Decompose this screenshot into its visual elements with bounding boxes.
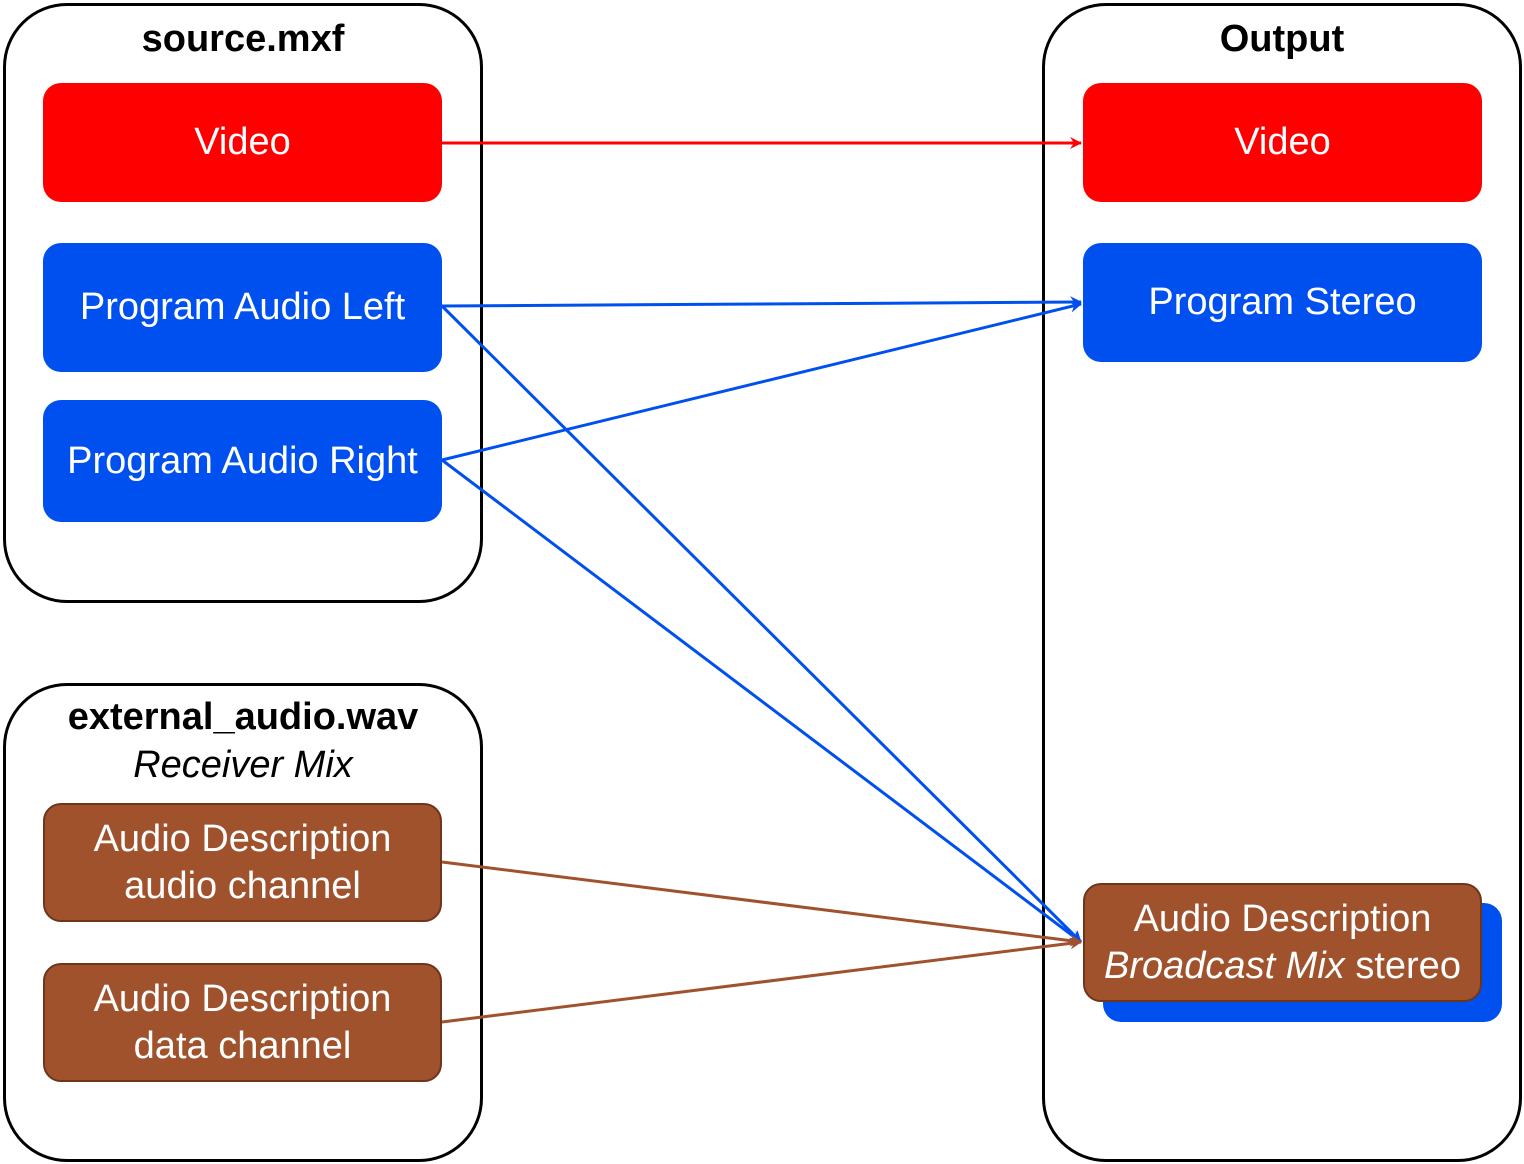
ad-data-channel-label-line1: Audio Description — [93, 977, 392, 1020]
output-video-node[interactable]: Video — [1083, 83, 1482, 202]
external-audio-group-subtitle: Receiver Mix — [133, 744, 353, 786]
ad-data-channel-label-line2: data channel — [133, 1024, 352, 1067]
program-audio-right-node[interactable]: Program Audio Right — [43, 400, 442, 522]
ad-data-to-broadcast-mix-arrow — [441, 937, 1082, 1024]
ad-audio-channel-label-line1: Audio Description — [93, 817, 392, 860]
output-group-title: Output — [1219, 18, 1345, 60]
broadcast-mix-label-line2: Broadcast Mix stereo — [1104, 943, 1461, 990]
source-video-label: Video — [194, 121, 291, 163]
output-video-label: Video — [1234, 121, 1331, 163]
program-audio-right-label: Program Audio Right — [67, 439, 418, 482]
broadcast-mix-label-italic: Broadcast Mix — [1104, 944, 1345, 987]
program-stereo-node[interactable]: Program Stereo — [1083, 243, 1482, 362]
ad-audio-channel-label-line2: audio channel — [124, 864, 361, 907]
right-to-broadcast-mix-arrow — [441, 458, 1082, 944]
broadcast-mix-label-rest: stereo — [1344, 944, 1461, 987]
ad-audio-channel-node[interactable]: Audio Description audio channel — [43, 803, 442, 922]
source-video-node[interactable]: Video — [43, 83, 442, 202]
broadcast-mix-label-line1: Audio Description — [1133, 897, 1432, 940]
program-audio-left-label: Program Audio Left — [79, 286, 406, 328]
left-to-broadcast-mix-arrow — [440, 304, 1083, 944]
external-audio-group: external_audio.wav Receiver Mix — [3, 683, 483, 1162]
broadcast-mix-node[interactable]: Audio Description Broadcast Mix stereo — [1083, 883, 1482, 1002]
program-audio-left-node[interactable]: Program Audio Left — [43, 243, 442, 372]
program-stereo-label: Program Stereo — [1148, 281, 1417, 323]
ad-audio-to-broadcast-mix-arrow — [441, 860, 1082, 947]
right-to-stereo-arrow — [441, 300, 1082, 462]
ad-data-channel-node[interactable]: Audio Description data channel — [43, 963, 442, 1082]
left-to-stereo-arrow — [441, 296, 1082, 309]
external-audio-group-title: external_audio.wav — [67, 696, 419, 738]
source-group-title: source.mxf — [141, 18, 345, 60]
